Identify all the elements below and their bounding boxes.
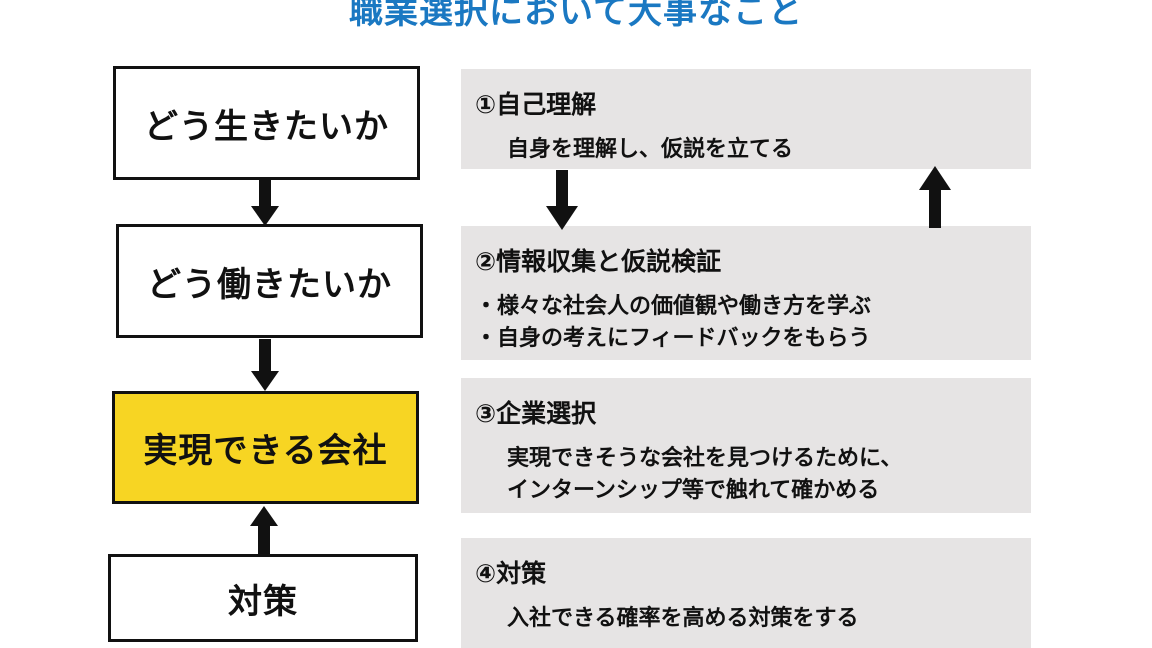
panel-text: インターンシップ等で触れて確かめる <box>507 478 880 503</box>
arrow-down-icon <box>251 339 279 391</box>
panel-heading: ②情報収集と仮説検証 <box>475 247 722 276</box>
step-label: どう生きたいか <box>144 106 389 147</box>
step-label: どう働きたいか <box>147 264 392 305</box>
step-box-how-to-live: どう生きたいか <box>113 66 420 180</box>
arrow-down-icon <box>251 180 279 226</box>
panel-text: 実現できそうな会社を見つけるために、 <box>507 446 903 471</box>
step-label: 対策 <box>228 581 298 622</box>
panel-company-selection: ③企業選択 実現できそうな会社を見つけるために、 インターンシップ等で触れて確か… <box>461 378 1031 513</box>
panel-self-understanding: ①自己理解 自身を理解し、仮説を立てる <box>461 69 1031 169</box>
panel-heading: ④対策 <box>475 559 547 588</box>
panel-text: 自身を理解し、仮説を立てる <box>507 137 794 162</box>
panel-countermeasures: ④対策 入社できる確率を高める対策をする <box>461 538 1031 648</box>
panel-heading: ③企業選択 <box>475 399 597 428</box>
step-box-countermeasures: 対策 <box>108 554 418 642</box>
panel-bullet-item: ・自身の考えにフィードバックをもらう <box>475 326 871 351</box>
step-label: 実現できる会社 <box>143 431 388 471</box>
panel-heading: ①自己理解 <box>475 90 597 119</box>
arrow-down-icon <box>546 170 578 230</box>
panel-bullet-item: ・様々な社会人の価値観や働き方を学ぶ <box>475 294 872 319</box>
step-box-how-to-work: どう働きたいか <box>116 224 423 338</box>
panel-information-gathering: ②情報収集と仮説検証 ・様々な社会人の価値観や働き方を学ぶ ・自身の考えにフィー… <box>461 226 1031 360</box>
panel-text: 入社できる確率を高める対策をする <box>507 606 859 631</box>
page-title: 職業選択において大事なこと <box>349 0 803 32</box>
step-box-achievable-company: 実現できる会社 <box>112 391 419 504</box>
arrow-up-icon <box>250 506 278 554</box>
arrow-up-icon <box>919 166 951 228</box>
